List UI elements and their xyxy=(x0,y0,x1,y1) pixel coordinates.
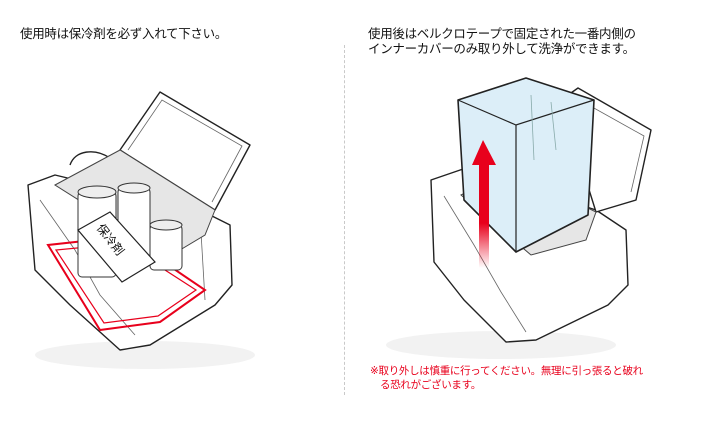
washing-caption-line2: インナーカバーのみ取り外して洗浄ができます。 xyxy=(368,41,635,56)
panel-divider xyxy=(344,45,345,395)
caution-note-line1: ※取り外しは慎重に行ってください。無理に引っ張ると破れ xyxy=(370,365,643,377)
usage-caption: 使用時は保冷剤を必ず入れて下さい。 xyxy=(20,26,228,41)
caution-note: ※取り外しは慎重に行ってください。無理に引っ張ると破れ る恐れがございます。 xyxy=(370,364,643,392)
inner-cover-removal-illustration xyxy=(386,77,652,359)
inner-cover xyxy=(457,77,595,253)
removal-arrow-icon xyxy=(472,140,496,268)
caution-note-line2: る恐れがございます。 xyxy=(380,379,481,391)
washing-caption-line1: 使用後はベルクロテープで固定された一番内側の xyxy=(368,26,636,41)
cooler-bag-with-ice-pack-illustration: 保冷剤 xyxy=(27,91,255,369)
usage-panel: 使用時は保冷剤を必ず入れて下さい。 保冷剤 xyxy=(0,0,345,421)
washing-caption: 使用後はベルクロテープで固定された一番内側の インナーカバーのみ取り外して洗浄が… xyxy=(368,26,636,56)
washing-panel: 使用後はベルクロテープで固定された一番内側の インナーカバーのみ取り外して洗浄が… xyxy=(346,0,710,421)
